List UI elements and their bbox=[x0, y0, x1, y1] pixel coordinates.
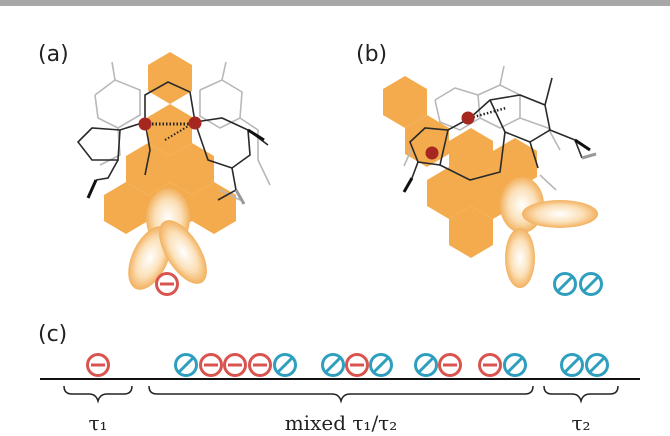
negative-charge-symbol bbox=[199, 353, 223, 377]
neutral-radical-symbol bbox=[273, 353, 297, 377]
negative-charge-symbol bbox=[155, 272, 179, 296]
neutral-radical-symbol bbox=[174, 353, 198, 377]
brace-tau2 bbox=[543, 385, 619, 404]
label-mixed: mixed τ₁/τ₂ bbox=[285, 411, 398, 435]
panel-label-a: (a) bbox=[38, 42, 69, 67]
panel-label-c: (c) bbox=[38, 322, 68, 347]
negative-charge-symbol bbox=[223, 353, 247, 377]
neutral-radical-symbol bbox=[553, 272, 577, 296]
negative-charge-symbol bbox=[478, 353, 502, 377]
atom-a-right bbox=[188, 116, 202, 130]
neutral-radical-symbol bbox=[585, 353, 609, 377]
negative-charge-symbol bbox=[248, 353, 272, 377]
brace-tau1 bbox=[63, 385, 133, 404]
molecule-b bbox=[383, 65, 598, 288]
molecule-a bbox=[76, 52, 271, 290]
label-tau1: τ₁ bbox=[88, 411, 107, 435]
top-rule bbox=[0, 0, 670, 6]
brace-mixed bbox=[148, 385, 534, 404]
orbital-lobe-b-bottom bbox=[505, 228, 535, 288]
orbital-lobe-a-right bbox=[159, 220, 207, 284]
neutral-radical-symbol bbox=[414, 353, 438, 377]
negative-charge-symbol bbox=[345, 353, 369, 377]
neutral-radical-symbol bbox=[321, 353, 345, 377]
panel-label-b: (b) bbox=[356, 42, 388, 67]
atom-b-bottom bbox=[425, 146, 439, 160]
negative-charge-symbol bbox=[86, 353, 110, 377]
atom-b-top bbox=[461, 111, 475, 125]
neutral-radical-symbol bbox=[369, 353, 393, 377]
pi-system-a bbox=[104, 52, 236, 234]
label-tau2: τ₂ bbox=[571, 411, 590, 435]
orbital-lobe-b-right bbox=[522, 200, 598, 228]
neutral-radical-symbol bbox=[579, 272, 603, 296]
negative-charge-symbol bbox=[438, 353, 462, 377]
atom-a-left bbox=[138, 117, 152, 131]
neutral-radical-symbol bbox=[503, 353, 527, 377]
neutral-radical-symbol bbox=[560, 353, 584, 377]
group-braces bbox=[63, 385, 619, 404]
